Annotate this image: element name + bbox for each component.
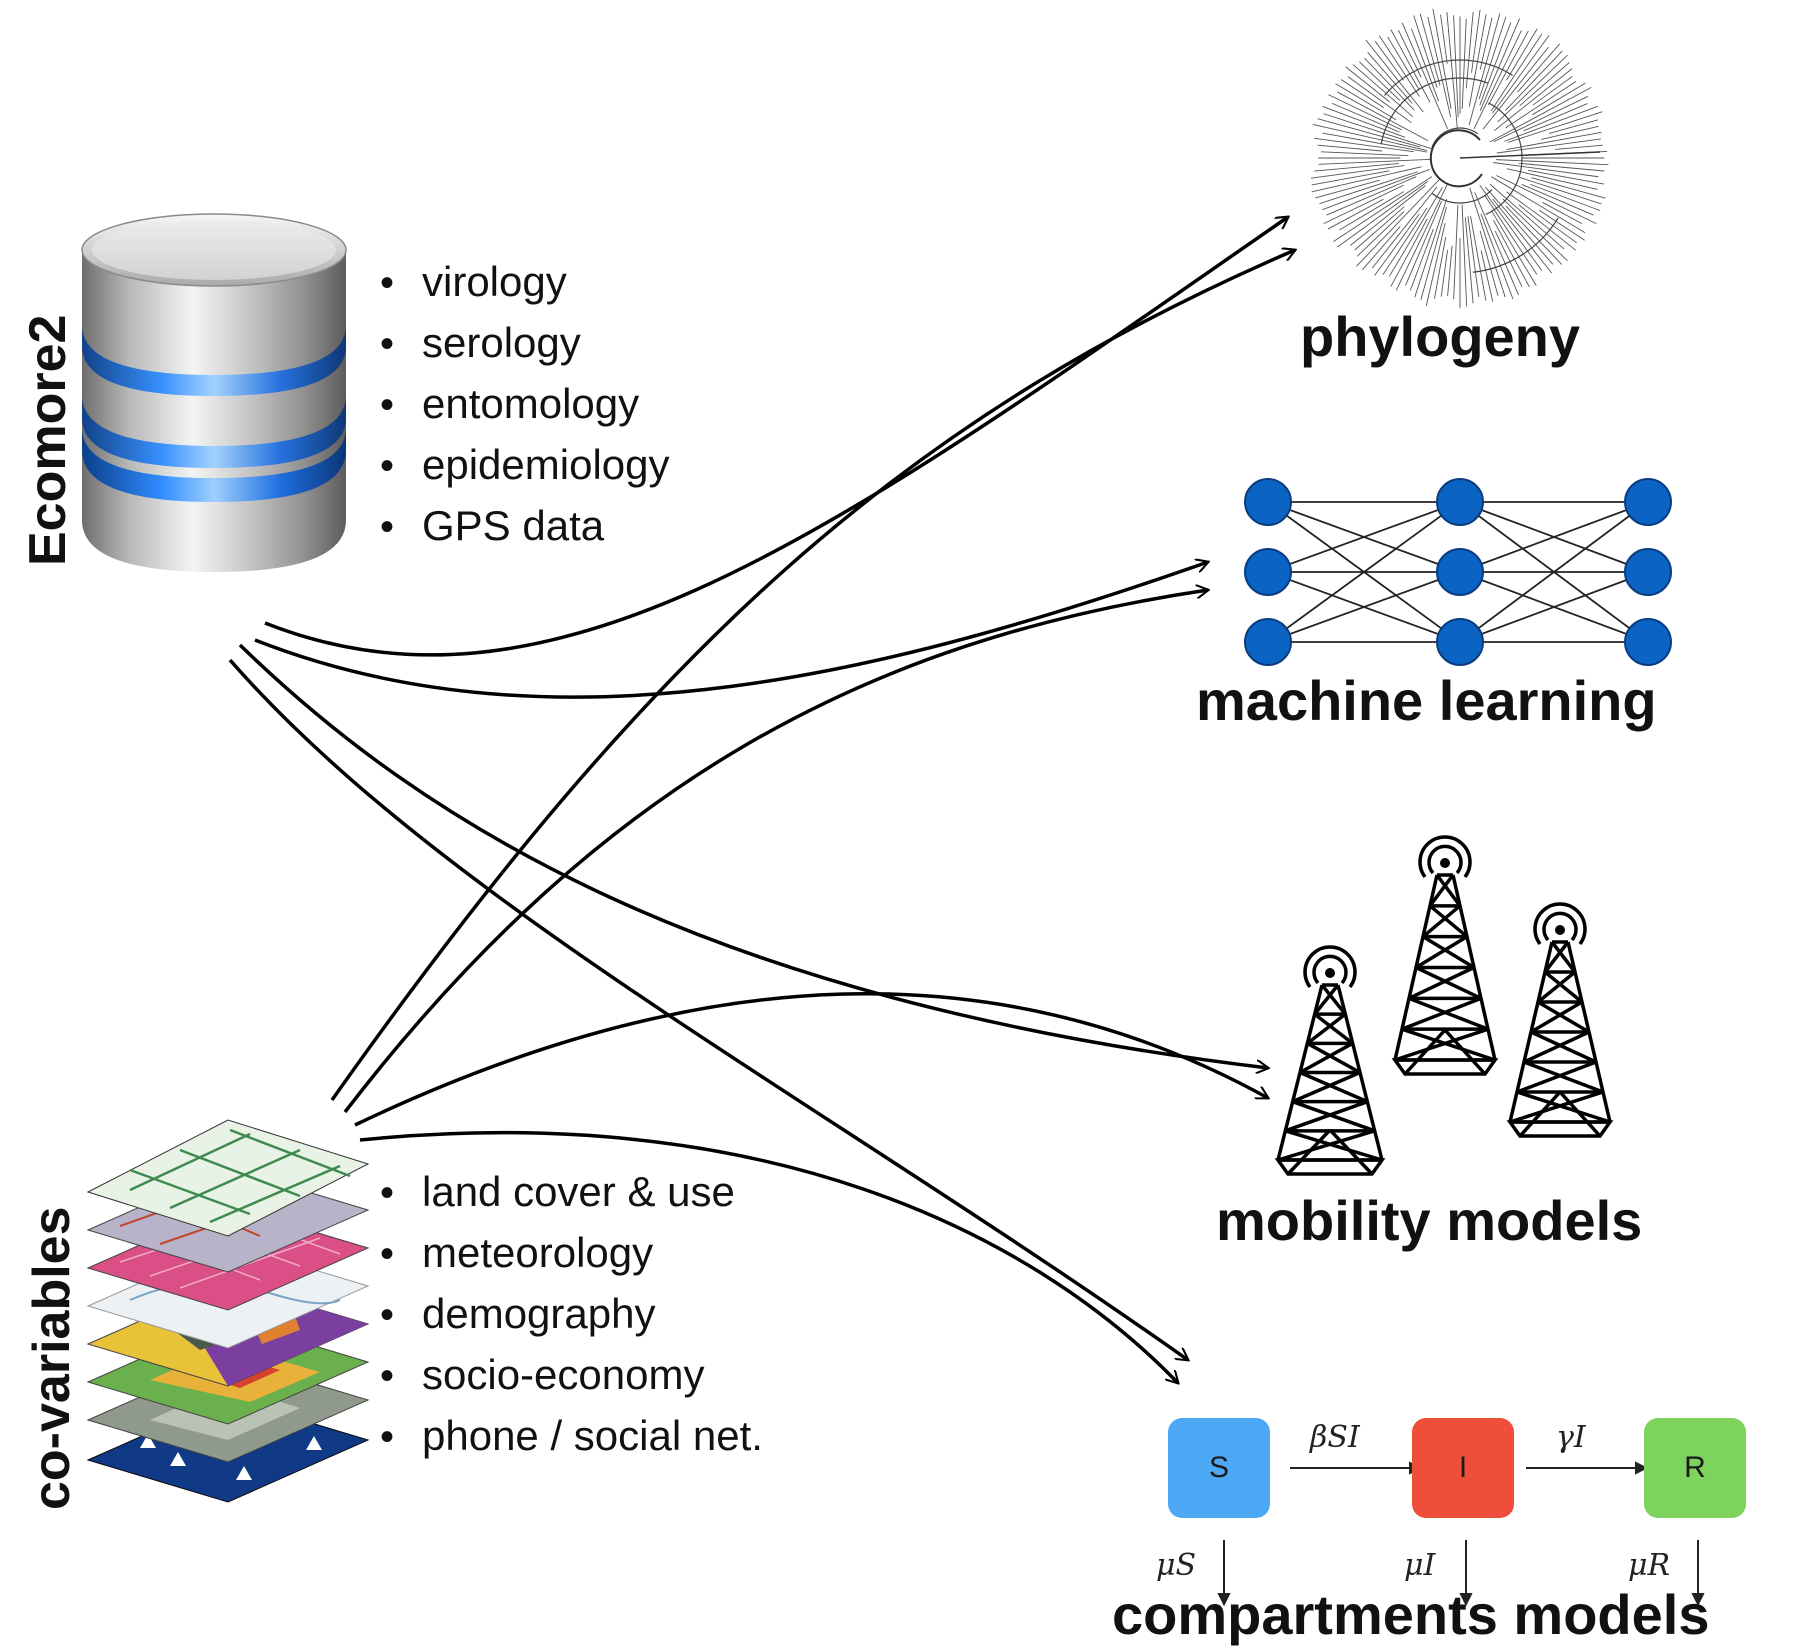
- outflow-label-s: μS: [1156, 1548, 1197, 1583]
- database-title: Ecomore2: [19, 314, 77, 566]
- covariables-item-list: land cover & use meteorology demography …: [380, 1162, 763, 1467]
- database-icon: [81, 213, 347, 572]
- cell-tower-icon: [1274, 835, 1614, 1176]
- list-item: epidemiology: [380, 435, 670, 496]
- list-item: land cover & use: [380, 1162, 763, 1223]
- connector-arrows: [228, 217, 1295, 1383]
- arrow-database-to-mobility: [238, 643, 1268, 1068]
- list-item: virology: [380, 252, 670, 313]
- list-item: meteorology: [380, 1223, 763, 1284]
- list-item: serology: [380, 313, 670, 374]
- map-layers-icon: [86, 1119, 370, 1503]
- arrow-covariables-to-machine-learning: [343, 590, 1208, 1114]
- arrow-database-to-compartments: [228, 658, 1188, 1360]
- rate-label-recovery: γI: [1556, 1420, 1586, 1455]
- arrow-database-to-machine-learning: [254, 562, 1208, 699]
- compartment-s-box: S: [1168, 1418, 1270, 1518]
- arrow-covariables-to-mobility: [354, 991, 1268, 1127]
- compartment-i-box: I: [1412, 1418, 1514, 1518]
- list-item: entomology: [380, 374, 670, 435]
- outflow-label-r: μR: [1628, 1548, 1671, 1583]
- arrow-covariables-to-phylogeny: [330, 250, 1295, 1102]
- list-item: GPS data: [380, 496, 670, 557]
- arrow-covariables-to-compartments: [359, 1130, 1178, 1383]
- phylogeny-label: phylogeny: [1300, 305, 1581, 368]
- rate-label-infection: βSI: [1310, 1420, 1360, 1455]
- compartments-models-label: compartments models: [1112, 1583, 1710, 1646]
- database-item-list: virology serology entomology epidemiolog…: [380, 252, 670, 557]
- compartment-r-box: R: [1644, 1418, 1746, 1518]
- outflow-label-i: μI: [1404, 1548, 1436, 1583]
- covariables-title: co-variables: [23, 1206, 81, 1511]
- list-item: phone / social net.: [380, 1406, 763, 1467]
- list-item: socio-economy: [380, 1345, 763, 1406]
- neural-network-icon: [1244, 478, 1672, 666]
- mobility-models-label: mobility models: [1216, 1189, 1643, 1252]
- list-item: demography: [380, 1284, 763, 1345]
- phylogenetic-tree-icon: [1310, 8, 1609, 309]
- machine-learning-label: machine learning: [1196, 669, 1657, 732]
